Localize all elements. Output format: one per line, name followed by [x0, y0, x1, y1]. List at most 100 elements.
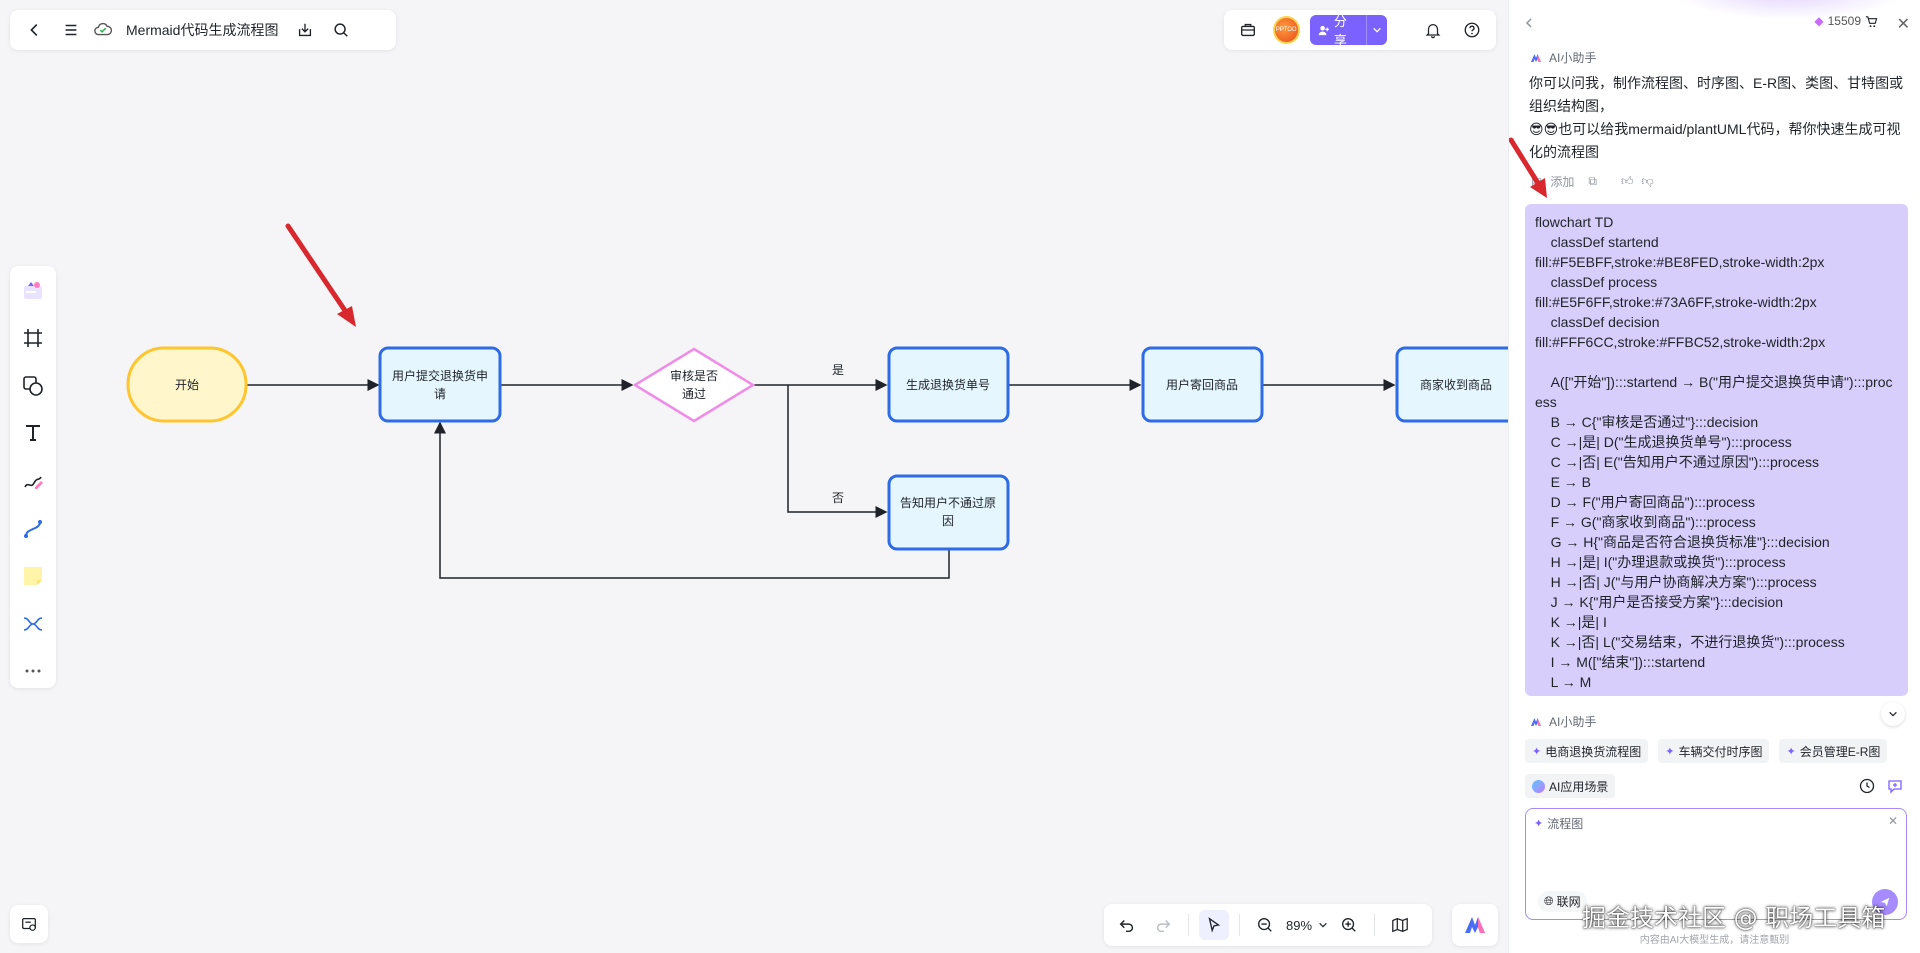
close-panel-icon[interactable]: ✕ [1896, 16, 1910, 33]
node-start[interactable]: 开始 [126, 346, 248, 423]
node-g[interactable]: 商家收到商品 [1395, 346, 1508, 423]
text-icon[interactable] [16, 417, 50, 451]
node-b-label-2: 请 [434, 387, 446, 401]
toolbox-icon[interactable] [1234, 15, 1263, 45]
undo-icon[interactable] [1112, 910, 1142, 940]
node-e[interactable]: 告知用户不通过原 因 [887, 474, 1010, 551]
add-user-icon [1318, 25, 1329, 35]
ai-assistant-panel: ◆ 15509 ✕ AI小助手 你可以问我，制作流程图、时序图、E-R图、类图、… [1508, 0, 1920, 953]
web-label: 联网 [1556, 895, 1581, 909]
ai-scene-button[interactable]: AI应用场景 [1525, 774, 1616, 798]
suggestion-chip[interactable]: ✦会员管理E-R图 [1779, 739, 1888, 763]
more-tools-icon[interactable] [16, 655, 50, 689]
clear-tag-icon[interactable]: ✕ [1887, 814, 1898, 828]
zoom-dropdown-chevron-icon[interactable] [1318, 920, 1328, 930]
credits-value: 15509 [1827, 14, 1861, 28]
cloud-sync-icon [92, 19, 114, 41]
edge-label-yes: 是 [832, 363, 844, 377]
thumbs-up-icon[interactable]: 👍︎ [1620, 174, 1634, 188]
node-f-label: 用户寄回商品 [1166, 377, 1238, 392]
frame-icon[interactable] [16, 322, 50, 356]
ai-logo-icon [1465, 917, 1485, 933]
node-g-label: 商家收到商品 [1420, 377, 1492, 392]
download-icon[interactable] [290, 15, 320, 45]
annotation-arrow-icon [285, 223, 356, 327]
redo-icon[interactable] [1148, 910, 1178, 940]
help-icon[interactable] [1457, 15, 1486, 45]
share-button[interactable]: 分享 [1309, 15, 1388, 45]
zoom-out-icon[interactable] [1250, 910, 1280, 940]
chat-input-box[interactable]: ✦ 流程图 ✕ 🌐︎ 联网 [1525, 808, 1907, 920]
share-dropdown-chevron-icon[interactable] [1366, 15, 1387, 45]
intro-line-2: 😎😎也可以给我mermaid/plantUML代码，帮你快速生成可视化的流程图 [1529, 121, 1901, 160]
divider [1374, 914, 1376, 936]
canvas-settings-button[interactable] [10, 905, 48, 943]
connector-icon[interactable] [16, 512, 50, 546]
back-icon[interactable] [20, 15, 50, 45]
sparkle-icon: ✦ [1665, 745, 1675, 758]
globe-icon: 🌐︎ [1544, 894, 1554, 908]
shape-icon[interactable] [16, 369, 50, 403]
assistant-name-2: AI小助手 [1549, 715, 1597, 729]
canvas-settings-icon [22, 917, 36, 931]
divider [1188, 914, 1189, 936]
ai-logo-icon [1531, 53, 1541, 62]
panel-glow [1669, 0, 1909, 20]
suggestion-label: 电商退换货流程图 [1545, 744, 1642, 759]
ai-logo-icon [1531, 717, 1541, 726]
zoom-level[interactable]: 89% [1286, 917, 1313, 933]
edges [246, 379, 1396, 579]
user-code-message[interactable]: flowchart TD classDef startend fill:#F5E… [1525, 204, 1908, 696]
bell-icon[interactable] [1419, 15, 1448, 45]
send-button[interactable] [1872, 889, 1898, 915]
avatar[interactable]: PPTOO [1272, 16, 1300, 44]
input-tag[interactable]: ✦ 流程图 [1534, 815, 1583, 832]
input-tag-label: 流程图 [1547, 817, 1584, 831]
scene-icon [1532, 779, 1545, 793]
edge-c-to-e [787, 385, 888, 518]
annotation-arrow-icon [1509, 137, 1547, 198]
history-clock-icon[interactable] [1859, 778, 1875, 799]
scroll-down-chevron-icon[interactable] [1881, 702, 1905, 726]
flowchart-diagram[interactable]: 开始 用户提交退换货申 请 审核是否 通过 生成退换货单号 告知用户不通过原 因… [0, 0, 1508, 953]
mindmap-icon[interactable] [16, 607, 50, 641]
message-actions: ▤ 添加 ⧉ 👍︎ 👎︎ [1531, 173, 1654, 190]
search-icon[interactable] [326, 15, 356, 45]
new-chat-icon[interactable] [1887, 778, 1903, 799]
select-pointer-icon[interactable] [1199, 910, 1229, 940]
web-search-toggle[interactable]: 🌐︎ 联网 [1538, 891, 1587, 912]
node-c-label-1: 审核是否 [670, 368, 718, 383]
edge-e-to-b [434, 421, 950, 579]
node-d-label: 生成退换货单号 [906, 377, 990, 392]
node-c[interactable]: 审核是否 通过 [632, 347, 756, 423]
suggestion-chip[interactable]: ✦车辆交付时序图 [1658, 739, 1770, 763]
minimap-icon[interactable] [1385, 910, 1415, 940]
assistant-header-2: AI小助手 [1529, 713, 1596, 730]
node-e-label-2: 因 [942, 514, 954, 528]
node-b[interactable]: 用户提交退换货申 请 [378, 346, 502, 423]
thumbs-down-icon[interactable]: 👎︎ [1641, 174, 1654, 188]
panel-back-icon[interactable] [1523, 16, 1535, 34]
sparkle-icon: ✦ [1534, 818, 1544, 830]
suggestion-chip[interactable]: ✦电商退换货流程图 [1525, 739, 1649, 763]
bottom-toolbar: 89% [1104, 904, 1432, 946]
assistant-name: AI小助手 [1549, 51, 1597, 65]
whiteboard-canvas[interactable] [0, 0, 1508, 953]
template-icon[interactable] [16, 274, 50, 308]
menu-icon[interactable] [56, 15, 86, 45]
copy-icon[interactable]: ⧉ [1588, 174, 1597, 188]
add-label[interactable]: 添加 [1550, 175, 1575, 189]
sticky-note-icon[interactable] [16, 559, 50, 593]
sparkle-icon: ✦ [1532, 745, 1542, 758]
node-d[interactable]: 生成退换货单号 [887, 346, 1010, 423]
credits-badge[interactable]: ◆ 15509 [1814, 14, 1878, 28]
ai-disclaimer: 内容由AI大模型生成，请注意甄别 [1639, 935, 1790, 946]
send-icon [1880, 897, 1890, 907]
ai-assistant-button[interactable] [1452, 904, 1498, 946]
cart-icon [1865, 15, 1878, 27]
zoom-in-icon[interactable] [1334, 910, 1364, 940]
pen-icon[interactable] [16, 464, 50, 498]
edge-label-no: 否 [832, 491, 844, 505]
node-f[interactable]: 用户寄回商品 [1141, 346, 1264, 423]
document-title[interactable]: Mermaid代码生成流程图 [126, 22, 279, 38]
